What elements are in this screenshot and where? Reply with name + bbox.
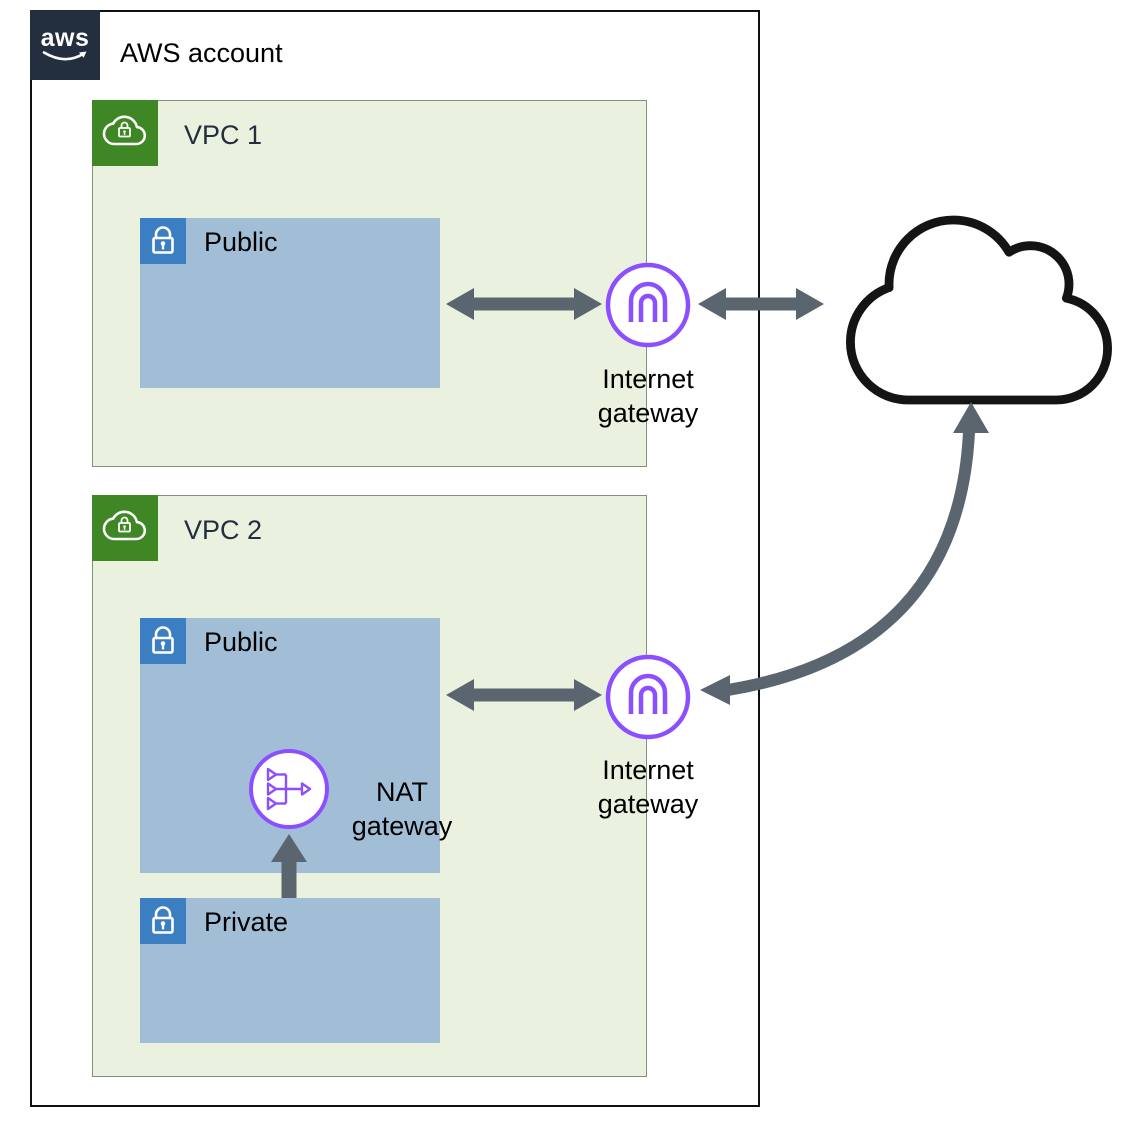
vpc-cloud-lock-glyph xyxy=(102,510,147,541)
private-subnet-lock-icon xyxy=(140,898,186,944)
aws-smile-icon xyxy=(42,51,87,61)
nat-gateway-label-line1: NAT xyxy=(376,777,428,807)
nat-gateway-icon xyxy=(249,749,329,829)
aws-account-label: AWS account xyxy=(120,38,283,68)
internet-gateway-1-label-line2: gateway xyxy=(597,398,699,428)
internet-cloud-icon xyxy=(846,215,1112,405)
nat-gateway-label: NAT gateway xyxy=(332,775,472,843)
vpc2-private-subnet-box xyxy=(140,898,440,1043)
vpc2-label: VPC 2 xyxy=(184,515,263,545)
vpc1-public-subnet-label: Public xyxy=(204,227,278,257)
vpc2-public-subnet-box xyxy=(140,618,440,873)
public-subnet-lock-icon xyxy=(140,618,186,664)
vpc2-public-subnet-label: Public xyxy=(204,627,278,657)
vpc1-public-subnet-box xyxy=(140,218,440,388)
vpc-cloud-lock-glyph xyxy=(102,115,147,146)
internet-gateway-icon xyxy=(605,654,691,740)
internet-gateway-icon xyxy=(605,262,691,348)
lock-glyph xyxy=(152,226,174,254)
vpc-icon xyxy=(92,495,158,561)
public-subnet-lock-icon xyxy=(140,218,186,264)
vpc-icon xyxy=(92,100,158,166)
internet-gateway-2-label: Internet gateway xyxy=(563,753,733,821)
nat-gateway-label-line2: gateway xyxy=(351,811,453,841)
aws-logo: aws xyxy=(30,10,100,80)
vpc1-label: VPC 1 xyxy=(184,120,263,150)
internet-gateway-1-label-line1: Internet xyxy=(602,364,694,394)
aws-logo-text: aws xyxy=(40,24,90,52)
lock-glyph xyxy=(152,626,174,654)
lock-glyph xyxy=(152,906,174,934)
internet-gateway-2-label-line1: Internet xyxy=(602,755,694,785)
vpc2-private-subnet-label: Private xyxy=(204,907,289,937)
internet-gateway-2-label-line2: gateway xyxy=(597,789,699,819)
internet-gateway-1-label: Internet gateway xyxy=(563,362,733,430)
